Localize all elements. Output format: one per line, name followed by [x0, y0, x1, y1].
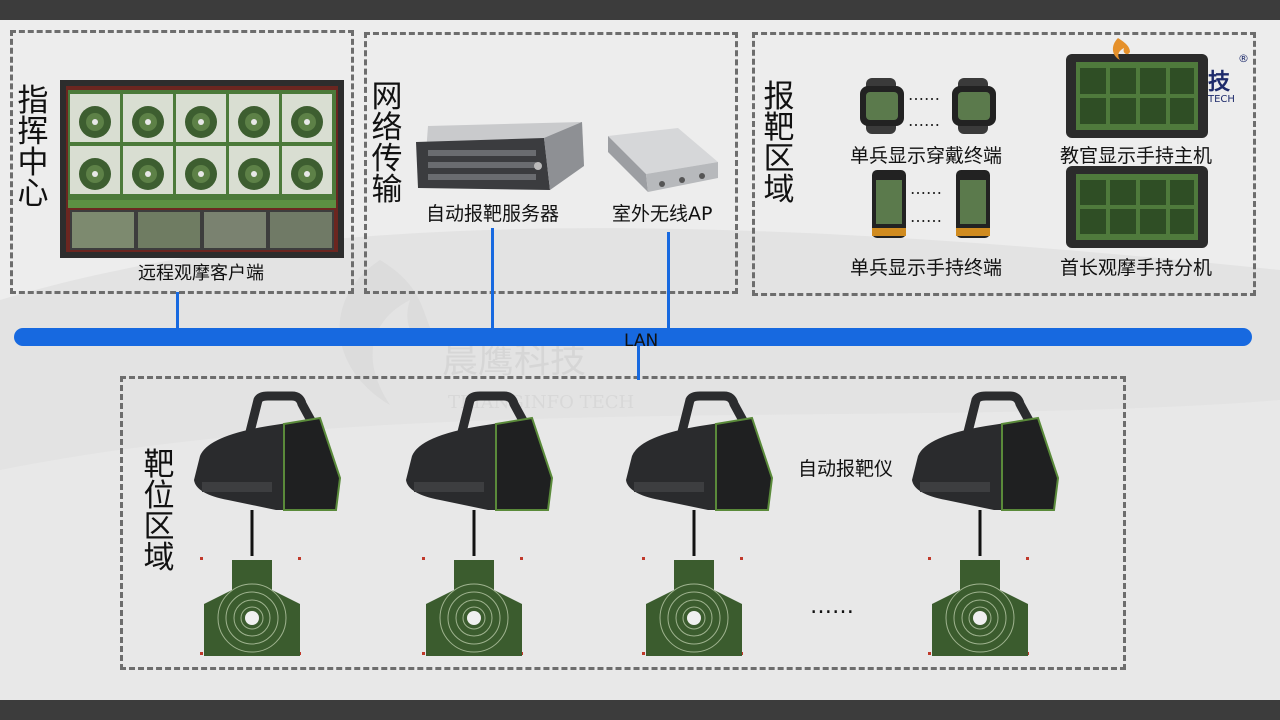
logo-flame-icon	[1112, 38, 1130, 60]
target-silhouette-icon	[646, 560, 742, 656]
lan-link-targets	[637, 344, 640, 380]
target-silhouette-icon	[204, 560, 300, 656]
instructor-tablet-label: 教官显示手持主机	[1060, 145, 1213, 167]
target-station	[626, 391, 774, 656]
chief-tablet-icon	[1066, 166, 1208, 248]
target-corner-marker	[1026, 557, 1029, 560]
command-center-box	[10, 30, 354, 294]
command-center-title: 指挥中心	[17, 83, 49, 212]
target-corner-marker	[422, 652, 425, 655]
wireless-ap-icon	[608, 128, 718, 192]
target-corner-marker	[928, 652, 931, 655]
target-corner-marker	[928, 557, 931, 560]
lan-link-ap	[667, 232, 670, 332]
svg-text:……: ……	[910, 179, 942, 198]
target-corner-marker	[200, 557, 203, 560]
bottom-letterbox	[0, 700, 1280, 720]
target-corner-marker	[740, 557, 743, 560]
wearable-terminal-label: 单兵显示穿戴终端	[850, 145, 1003, 167]
target-station	[912, 391, 1060, 656]
chief-tablet-label: 首长观摩手持分机	[1060, 257, 1213, 279]
instructor-tablet-icon	[1066, 54, 1208, 138]
lan-link-server	[491, 228, 494, 332]
target-corner-marker	[642, 557, 645, 560]
network-box	[364, 32, 738, 294]
watermark-flame-icon	[339, 260, 440, 405]
target-silhouette-icon	[932, 560, 1028, 656]
auto-report-device-icon	[912, 391, 1060, 511]
top-letterbox	[0, 0, 1280, 20]
auto-report-device-label: 自动报靶仪	[798, 458, 894, 480]
auto-report-device-icon	[194, 391, 342, 511]
report-server-label: 自动报靶服务器	[426, 203, 560, 225]
target-station	[194, 391, 342, 656]
target-area-box	[120, 376, 1126, 670]
svg-text:……: ……	[908, 85, 940, 104]
report-server-icon	[416, 122, 584, 190]
remote-client-label: 远程观摩客户端	[138, 263, 264, 284]
logo-registered-mark: ®	[1238, 52, 1249, 65]
network-title: 网络传输	[371, 79, 403, 208]
target-corner-marker	[642, 652, 645, 655]
report-area-box	[752, 32, 1256, 296]
handheld-terminal-label: 单兵显示手持终端	[850, 257, 1003, 279]
target-silhouette-icon	[426, 560, 522, 656]
target-corner-marker	[200, 652, 203, 655]
target-station	[406, 391, 554, 656]
wearable-terminal-icon: …… ……	[860, 78, 996, 134]
target-corner-marker	[298, 557, 301, 560]
lan-link-command	[176, 292, 179, 332]
target-corner-marker	[520, 557, 523, 560]
wireless-ap-label: 室外无线AP	[612, 203, 713, 225]
logo-sub-text: TECH	[1208, 94, 1235, 105]
svg-text:……: ……	[910, 207, 942, 226]
watermark-text: 晨鹰科技	[442, 340, 586, 381]
logo-text: 技	[1208, 70, 1231, 95]
auto-report-device-icon	[626, 391, 774, 511]
target-area-title: 靶位区域	[143, 447, 175, 576]
svg-text:……: ……	[908, 111, 940, 130]
remote-client-monitor-icon	[60, 80, 344, 258]
lan-label: LAN	[624, 331, 659, 351]
target-corner-marker	[422, 557, 425, 560]
lan-bus	[14, 328, 1252, 346]
report-area-title: 报靶区域	[763, 79, 795, 208]
auto-report-device-icon	[406, 391, 554, 511]
handheld-terminal-icon: …… ……	[872, 170, 990, 238]
more-stations-ellipsis: ……	[810, 594, 854, 619]
